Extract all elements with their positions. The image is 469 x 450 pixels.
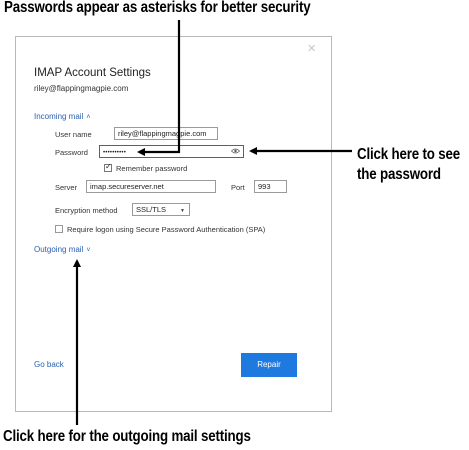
outgoing-mail-toggle[interactable]: Outgoing mail˅ [34,245,90,254]
eye-icon[interactable] [230,147,241,157]
callout-see-password-line2: the password [357,166,441,183]
incoming-mail-label: Incoming mail [34,112,84,121]
remember-password-label: Remember password [116,164,188,173]
close-icon[interactable]: ✕ [307,42,317,55]
server-label: Server [55,183,78,192]
spa-label: Require logon using Secure Password Auth… [67,225,266,234]
password-label: Password [55,148,88,157]
account-email: riley@flappingmagpie.com [34,84,129,93]
encryption-value: SSL/TLS [136,205,167,214]
callout-see-password-line1: Click here to see [357,146,461,163]
callout-asterisks: Passwords appear as asterisks for better… [4,0,311,16]
password-mask: •••••••••• [103,150,127,156]
port-label: Port [231,183,245,192]
repair-button[interactable]: Repair [241,353,297,377]
spa-checkbox[interactable] [55,225,63,233]
imap-settings-dialog [15,36,332,412]
server-field[interactable]: imap.secureserver.net [86,180,216,193]
encryption-label: Encryption method [55,206,118,215]
remember-password-checkbox[interactable] [104,162,112,172]
chevron-up-icon: ˄ [86,114,91,121]
arrow-to-password-mask [137,20,181,156]
callout-outgoing: Click here for the outgoing mail setting… [3,428,251,445]
dropdown-arrow-icon: ▼ [180,208,185,214]
port-field[interactable]: 993 [254,180,287,193]
encryption-select[interactable]: SSL/TLS ▼ [132,203,190,216]
incoming-mail-toggle[interactable]: Incoming mail˄ [34,112,90,121]
chevron-down-icon: ˅ [86,247,91,254]
callout-see-password: Click here to see the password [357,145,460,185]
username-label: User name [55,130,92,139]
go-back-link[interactable]: Go back [34,360,64,369]
dialog-title: IMAP Account Settings [34,67,151,79]
outgoing-mail-label: Outgoing mail [34,245,84,254]
username-field[interactable]: riley@flappingmagpie.com [114,127,218,140]
